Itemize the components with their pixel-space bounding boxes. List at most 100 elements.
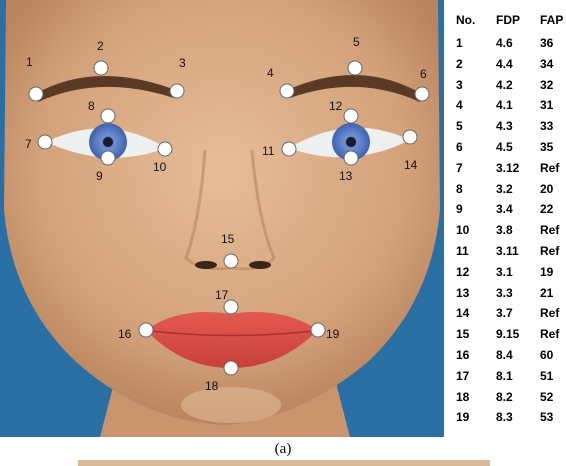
landmark-label-5: 5 <box>353 36 360 48</box>
cell-fap: Ref <box>540 245 559 257</box>
chin-highlight <box>181 387 281 423</box>
next-figure-strip <box>78 460 490 466</box>
cell-fdp: 3.1 <box>496 266 513 278</box>
landmark-label-18: 18 <box>205 380 218 392</box>
landmark-marker-1 <box>29 87 43 101</box>
landmark-label-15: 15 <box>221 233 234 245</box>
landmark-marker-14 <box>403 130 417 144</box>
landmark-marker-2 <box>94 61 108 75</box>
cell-fap: 60 <box>540 349 553 361</box>
landmark-marker-11 <box>282 142 296 156</box>
face-illustration <box>0 0 444 437</box>
landmark-marker-7 <box>38 135 52 149</box>
cell-no: 11 <box>456 245 469 257</box>
figure-caption: (a) <box>0 441 566 458</box>
landmark-label-11: 11 <box>262 145 274 157</box>
cell-fap: 52 <box>540 391 553 403</box>
landmark-marker-17 <box>224 300 238 314</box>
landmark-marker-4 <box>280 84 294 98</box>
landmark-label-1: 1 <box>26 56 33 68</box>
cell-no: 12 <box>456 266 469 278</box>
cell-fap: Ref <box>540 328 559 340</box>
landmark-marker-5 <box>348 61 362 75</box>
cell-fdp: 8.3 <box>496 411 513 423</box>
landmark-label-12: 12 <box>329 100 342 112</box>
cell-fap: Ref <box>540 307 559 319</box>
cell-no: 18 <box>456 391 469 403</box>
landmark-marker-8 <box>101 109 115 123</box>
landmark-label-2: 2 <box>97 40 104 52</box>
cell-fap: 19 <box>540 266 553 278</box>
cell-fdp: 4.3 <box>496 120 513 132</box>
landmark-marker-6 <box>415 87 429 101</box>
landmark-label-19: 19 <box>326 328 339 340</box>
cell-fdp: 3.4 <box>496 203 513 215</box>
landmark-label-6: 6 <box>420 68 427 80</box>
cell-no: 7 <box>456 162 463 174</box>
cell-fap: Ref <box>540 162 559 174</box>
cell-no: 14 <box>456 307 469 319</box>
cell-no: 10 <box>456 224 469 236</box>
landmark-label-9: 9 <box>96 170 103 182</box>
cell-fap: Ref <box>540 224 559 236</box>
cell-fdp: 3.8 <box>496 224 513 236</box>
cell-no: 4 <box>456 99 463 111</box>
landmark-label-16: 16 <box>118 328 131 340</box>
cell-fap: 53 <box>540 411 553 423</box>
cell-no: 16 <box>456 349 469 361</box>
landmark-label-10: 10 <box>153 161 166 173</box>
landmark-label-7: 7 <box>25 138 32 150</box>
cell-fap: 32 <box>540 79 553 91</box>
landmark-marker-15 <box>224 254 238 268</box>
landmark-label-14: 14 <box>404 159 417 171</box>
right-nostril <box>249 261 271 269</box>
cell-no: 19 <box>456 411 469 423</box>
cell-no: 2 <box>456 58 463 70</box>
cell-fdp: 3.12 <box>496 162 519 174</box>
left-pupil <box>103 137 113 147</box>
landmark-marker-12 <box>344 109 358 123</box>
landmark-marker-16 <box>139 323 153 337</box>
cell-no: 6 <box>456 141 463 153</box>
cell-fdp: 9.15 <box>496 328 519 340</box>
landmark-marker-3 <box>170 84 184 98</box>
landmark-label-17: 17 <box>215 289 228 301</box>
cell-fap: 33 <box>540 120 553 132</box>
header-no: No. <box>456 14 475 26</box>
landmark-marker-13 <box>344 151 358 165</box>
cell-fdp: 4.6 <box>496 37 513 49</box>
cell-fdp: 3.2 <box>496 183 513 195</box>
landmark-marker-18 <box>224 361 238 375</box>
cell-fap: 22 <box>540 203 553 215</box>
cell-fdp: 3.3 <box>496 287 513 299</box>
landmark-label-4: 4 <box>267 67 274 79</box>
cell-fdp: 8.1 <box>496 370 513 382</box>
left-nostril <box>195 261 217 269</box>
landmark-label-8: 8 <box>88 100 95 112</box>
header-fap: FAP <box>540 14 563 26</box>
cell-fdp: 4.1 <box>496 99 513 111</box>
landmark-marker-10 <box>158 142 172 156</box>
landmark-label-3: 3 <box>179 57 186 69</box>
cell-no: 9 <box>456 203 463 215</box>
cell-no: 8 <box>456 183 463 195</box>
landmark-marker-9 <box>101 151 115 165</box>
cell-fap: 34 <box>540 58 553 70</box>
cell-fdp: 8.2 <box>496 391 513 403</box>
cell-fdp: 3.7 <box>496 307 513 319</box>
cell-no: 17 <box>456 370 469 382</box>
cell-fdp: 4.4 <box>496 58 513 70</box>
landmark-label-13: 13 <box>339 170 352 182</box>
header-fdp: FDP <box>496 14 520 26</box>
cell-fap: 51 <box>540 370 553 382</box>
cell-fdp: 3.11 <box>496 245 519 257</box>
cell-no: 5 <box>456 120 463 132</box>
cell-no: 13 <box>456 287 469 299</box>
landmark-marker-19 <box>311 323 325 337</box>
cell-fdp: 4.2 <box>496 79 513 91</box>
cell-fap: 35 <box>540 141 553 153</box>
cell-fap: 36 <box>540 37 553 49</box>
